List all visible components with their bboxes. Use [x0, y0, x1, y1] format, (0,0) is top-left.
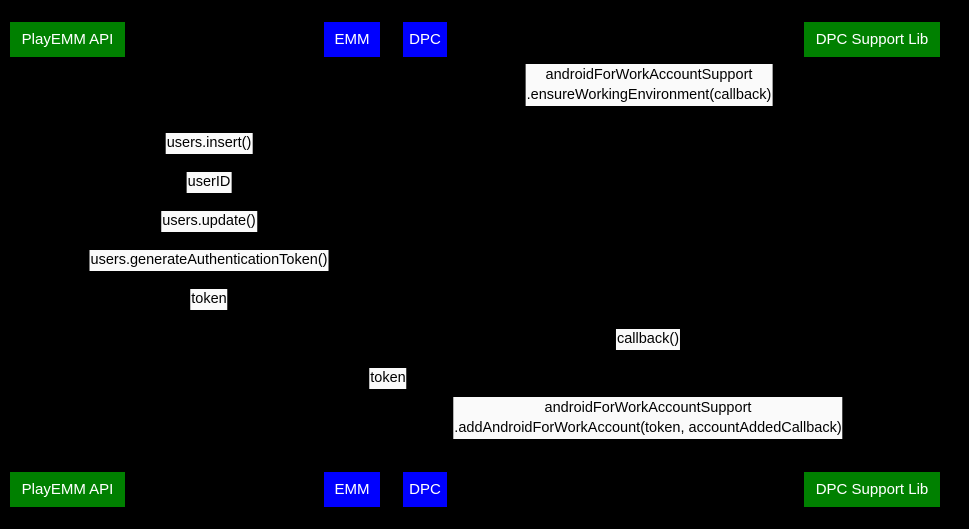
message-label-7: token — [369, 368, 407, 389]
message-label-8: androidForWorkAccountSupport .addAndroid… — [453, 397, 843, 439]
message-label-2: userID — [186, 172, 232, 193]
message-label-1: users.insert() — [165, 133, 253, 154]
message-label-6: callback() — [615, 329, 681, 350]
participant-bottom-0[interactable]: PlayEMM API — [10, 472, 125, 507]
participant-bottom-2[interactable]: DPC — [403, 472, 447, 507]
message-label-4: users.generateAuthenticationToken() — [89, 250, 329, 271]
participant-top-0[interactable]: PlayEMM API — [10, 22, 125, 57]
participant-top-2[interactable]: DPC — [403, 22, 447, 57]
participant-bottom-3[interactable]: DPC Support Lib — [804, 472, 940, 507]
message-label-3: users.update() — [161, 211, 257, 232]
message-label-5: token — [190, 289, 228, 310]
participant-top-3[interactable]: DPC Support Lib — [804, 22, 940, 57]
message-label-0: androidForWorkAccountSupport .ensureWork… — [525, 64, 773, 106]
participant-bottom-1[interactable]: EMM — [324, 472, 380, 507]
participant-top-1[interactable]: EMM — [324, 22, 380, 57]
